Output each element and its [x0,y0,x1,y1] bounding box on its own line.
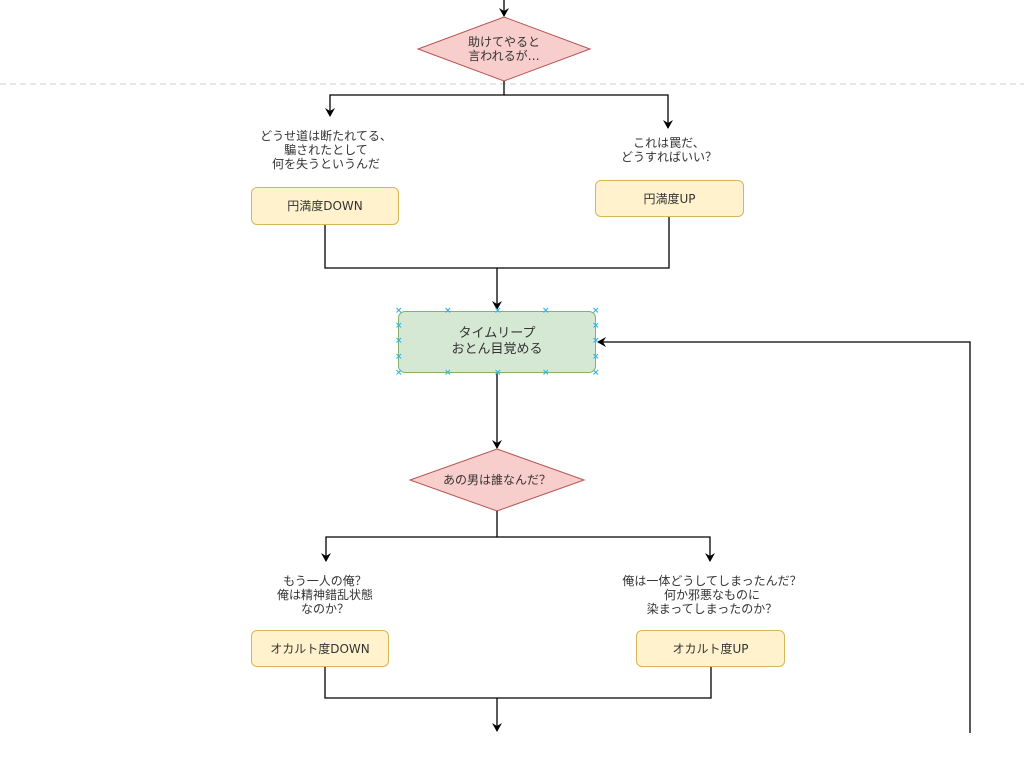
branch2-right-label: 俺は一体どうしてしまったんだ？ 何か邪悪なものに 染まってしまったのか？ [622,574,802,616]
selection-handle[interactable]: × [444,306,452,316]
selection-handle[interactable]: × [592,368,600,378]
event-timeleap-node[interactable]: タイムリープ おとん目覚める [398,311,596,373]
decision2-text: あの男は誰なんだ？ [442,473,551,487]
outcome-occult-up-label: オカルト度UP [672,641,749,656]
selection-handle[interactable]: × [592,306,600,316]
edge-left2-merge[interactable] [324,667,712,699]
outcome-harmony-up[interactable]: 円満度UP [595,180,744,217]
edge-decision2-to-left[interactable] [321,511,498,562]
event-timeleap-label: タイムリープ おとん目覚める [451,326,543,357]
selection-handle[interactable]: × [542,368,550,378]
selection-handle[interactable]: × [395,306,403,316]
edge-decision2-to-right[interactable] [497,536,715,562]
outcome-occult-down-label: オカルト度DOWN [270,641,370,656]
outcome-harmony-down[interactable]: 円満度DOWN [251,187,399,225]
selection-handle[interactable]: × [395,368,403,378]
branch1-right-label: これは罠だ、 どうすればいい？ [620,136,717,164]
branch2-left-label: もう一人の俺？ 俺は精神錯乱状態 なのか？ [276,574,373,616]
edge-loop-back-to-event[interactable] [597,337,971,733]
branch1-left-label: どうせ道は断たれてる、 騙されたとして 何を失うというんだ [260,129,392,171]
selection-handle[interactable]: × [395,352,403,362]
outcome-harmony-down-label: 円満度DOWN [287,199,363,213]
edge-decision1-to-left[interactable] [325,81,505,117]
selection-handle[interactable]: × [592,336,600,346]
outcome-occult-up[interactable]: オカルト度UP [636,630,785,667]
selection-handle[interactable]: × [395,336,403,346]
edge-decision1-to-right[interactable] [504,94,673,129]
selection-handle[interactable]: × [494,368,502,378]
selection-handle[interactable]: × [494,306,502,316]
selection-handle[interactable]: × [395,321,403,331]
decision1-text: 助けてやると 言われるが… [467,35,540,63]
outcome-harmony-up-label: 円満度UP [643,191,696,206]
selection-handle[interactable]: × [542,306,550,316]
selection-handle[interactable]: × [444,368,452,378]
selection-handle[interactable]: × [592,321,600,331]
selection-handle[interactable]: × [592,352,600,362]
outcome-occult-down[interactable]: オカルト度DOWN [251,630,389,667]
